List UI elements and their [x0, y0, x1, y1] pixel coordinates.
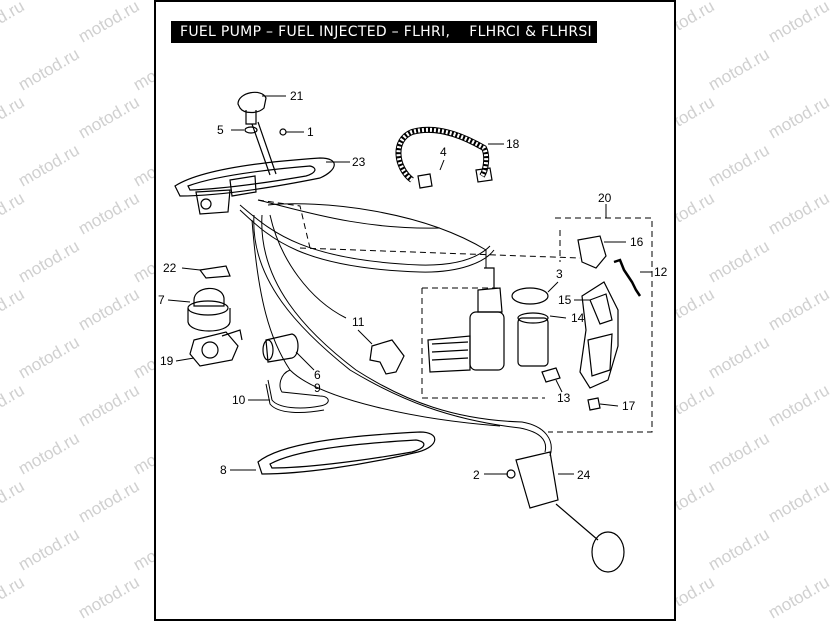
- hose-18: [395, 126, 490, 183]
- clip-17: [587, 397, 601, 411]
- callout-18: 18: [506, 137, 520, 151]
- bracket-22: [198, 265, 231, 279]
- group-outlines: [257, 199, 653, 433]
- fuel-level-sender-24: [515, 451, 625, 573]
- connector-6: [262, 333, 299, 363]
- clamp-3: [511, 287, 549, 305]
- o-ring-5: [244, 126, 258, 134]
- spring-12: [613, 258, 642, 297]
- callout-14: 14: [571, 311, 585, 325]
- callout-24: 24: [577, 468, 591, 482]
- filter-sock-14: [517, 312, 549, 367]
- callout-2: 2: [473, 468, 480, 482]
- callout-13: 13: [557, 391, 571, 405]
- callout-labels: 21 5 1 18 4 23 20 16 22 3 12 7 15 14 11 …: [158, 89, 668, 482]
- callout-3: 3: [556, 267, 563, 281]
- clamps-4: [417, 167, 493, 189]
- gasket-8: [257, 431, 436, 475]
- diagram-title: FUEL PUMP – FUEL INJECTED – FLHRI, FLHRC…: [171, 21, 597, 43]
- callout-20: 20: [598, 191, 612, 205]
- wire-harness-10: [265, 369, 329, 413]
- callout-8: 8: [220, 463, 227, 477]
- screw-1: [279, 128, 287, 136]
- bracket-16: [577, 235, 607, 269]
- callout-23: 23: [352, 155, 366, 169]
- pump-flange-23: [174, 157, 335, 215]
- clip-13: [541, 367, 561, 383]
- callout-1: 1: [307, 125, 314, 139]
- callout-12: 12: [654, 265, 668, 279]
- pressure-regulator-7: [187, 287, 231, 332]
- fuel-lines: [239, 199, 552, 457]
- bracket-11: [369, 339, 405, 375]
- housing-15: [579, 281, 619, 389]
- filter-assembly-19: [189, 329, 243, 367]
- callout-5: 5: [217, 123, 224, 137]
- screw-2: [506, 469, 516, 479]
- callout-22: 22: [163, 261, 177, 275]
- callout-9: 9: [314, 381, 321, 395]
- callout-7: 7: [158, 293, 165, 307]
- callout-16: 16: [630, 235, 644, 249]
- callout-21: 21: [290, 89, 304, 103]
- leader-lines: [167, 95, 652, 475]
- diagram-frame: [154, 0, 676, 621]
- callout-11: 11: [352, 315, 365, 329]
- callout-4: 4: [440, 145, 447, 159]
- callout-10: 10: [232, 393, 246, 407]
- callout-15: 15: [558, 293, 572, 307]
- callout-6: 6: [314, 368, 321, 382]
- callout-17: 17: [622, 399, 636, 413]
- callout-19: 19: [160, 354, 174, 368]
- fuel-pump-body: [427, 267, 505, 373]
